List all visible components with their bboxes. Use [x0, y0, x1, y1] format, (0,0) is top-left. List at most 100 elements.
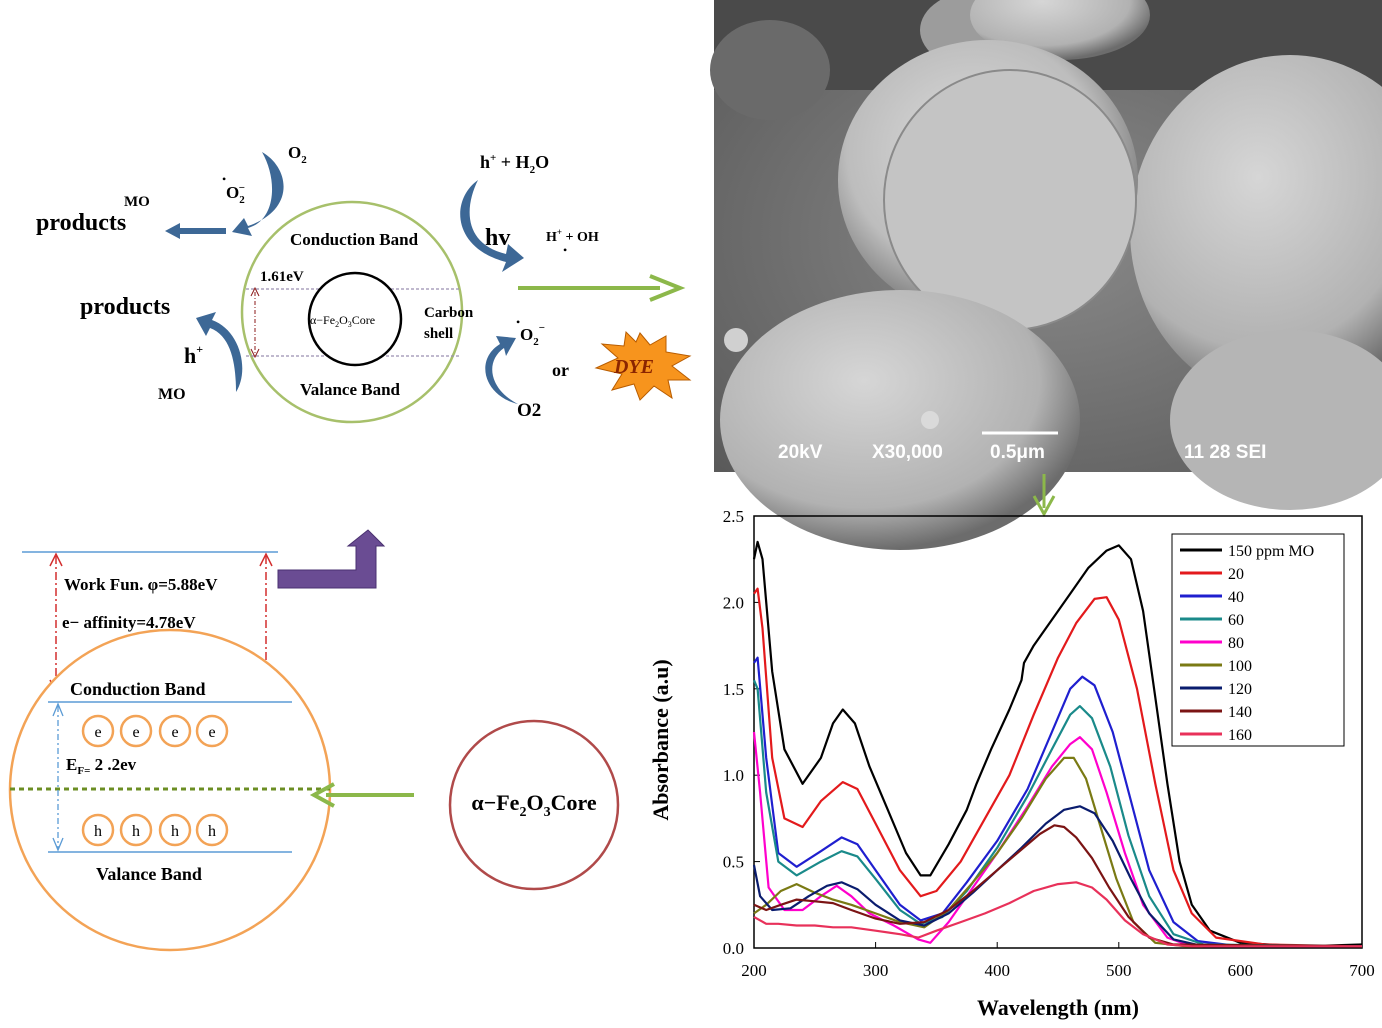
electron-label: e [94, 724, 101, 741]
o2-reduction-arrow-right [485, 336, 518, 404]
electron-circle [195, 714, 229, 748]
mo-oxidation-arrow [196, 312, 243, 392]
gap-energy-label: 1.61eV [260, 269, 304, 285]
mo-top-label: MO [124, 194, 150, 210]
dye-burst [594, 330, 692, 401]
x-tick-label: 700 [1349, 961, 1375, 980]
carbon-shell-label-2: shell [424, 326, 453, 342]
electron-circle [81, 714, 115, 748]
h-plus-oh-label: H+ + OH [546, 227, 599, 245]
electron-label: e [171, 724, 178, 741]
series-line [752, 731, 1362, 948]
series-line [753, 587, 1363, 948]
y-tick-label: 2.5 [723, 507, 744, 526]
valance-band-label: Valance Band [300, 380, 401, 399]
x-tick-label: 200 [741, 961, 767, 980]
chart-lines [752, 540, 1363, 948]
series-line [752, 805, 1362, 948]
electron-row: e e e e [81, 714, 229, 748]
chart-ticks: 200 300 400 500 600 700 0.0 0.5 1.0 1.5 2.0 2.5 [723, 507, 1375, 980]
hole-circle [119, 813, 153, 847]
sem-sphere-right [1130, 55, 1382, 405]
band-valance-label: Valance Band [96, 864, 202, 884]
y-tick-label: 0.0 [723, 939, 744, 958]
sem-to-chart-arrow [1032, 474, 1056, 518]
fermi-level-label: EF= 2 .2ev [66, 755, 137, 777]
legend-label: 160 [1228, 727, 1252, 744]
y-axis-label: Absorbance (a.u) [648, 659, 673, 820]
sem-magnification: X30,000 [872, 442, 943, 463]
legend-label: 60 [1228, 612, 1244, 629]
electron-label: e [208, 724, 215, 741]
x-tick-label: 300 [863, 961, 889, 980]
superoxide-label: O2− [226, 182, 245, 206]
mechanism-diagram: O2 O2− • MO products Conduction Band h+ … [36, 143, 692, 424]
legend-label: 80 [1228, 635, 1244, 652]
series-line [752, 679, 1363, 948]
legend-label: 100 [1228, 658, 1252, 675]
sem-sphere-bottom [720, 290, 1080, 550]
o2-bottom-label: O2 [517, 400, 541, 421]
superoxide-right-dot: • [516, 315, 520, 329]
hv-label: hv [485, 225, 510, 251]
products-arrow-top [165, 223, 226, 239]
electron-circle [158, 714, 192, 748]
electron-label: e [132, 724, 139, 741]
mo-bottom-label: MO [158, 386, 186, 403]
series-line [753, 824, 1363, 948]
series-line [753, 881, 1362, 948]
products-top-label: products [36, 210, 126, 236]
superoxide-dot: • [222, 172, 226, 186]
electron-affinity-label: e− affinity=4.78eV [62, 613, 196, 632]
sem-sphere-bottom-right [1170, 330, 1382, 510]
water-oxidation-arrow [460, 180, 524, 272]
legend-label: 40 [1228, 589, 1244, 606]
x-tick-label: 500 [1106, 961, 1132, 980]
hole-label: h [94, 823, 102, 840]
work-function-label: Work Fun. φ=5.88eV [64, 575, 218, 594]
x-axis-label: Wavelength (nm) [977, 995, 1139, 1020]
sem-info: 11 28 SEI [1184, 442, 1266, 463]
hole-circle [195, 813, 229, 847]
x-tick-label: 600 [1228, 961, 1254, 980]
band-conduction-label: Conduction Band [70, 679, 206, 699]
hole-circle [81, 813, 115, 847]
or-label: or [552, 360, 569, 380]
electron-circle [119, 714, 153, 748]
legend-label: 20 [1228, 566, 1244, 583]
sem-scale-label: 0.5μm [990, 442, 1045, 463]
sem-image: 20kV X30,000 0.5μm 11 28 SEI [710, 0, 1382, 550]
core-red-circle [448, 719, 620, 891]
hole-label: h [132, 823, 140, 840]
y-tick-label: 1.0 [723, 766, 744, 785]
core-label-small: α−Fe2O3Core [310, 313, 375, 329]
hole-label: h [208, 823, 216, 840]
dye-label: DYE [613, 356, 654, 378]
y-tick-label: 1.5 [723, 680, 744, 699]
iron-oxide-core-circle [307, 271, 403, 367]
sem-voltage: 20kV [778, 442, 823, 463]
absorbance-chart: 200 300 400 500 600 700 0.0 0.5 1.0 1.5 2.0 2.5 150… [648, 507, 1375, 1020]
hole-row: h h h h [81, 813, 229, 847]
y-tick-label: 2.0 [723, 593, 744, 612]
hole-circle [158, 813, 192, 847]
superoxide-right-label: O2− [520, 322, 545, 348]
o2-top-label: O2 [288, 143, 307, 166]
products-bottom-label: products [80, 294, 170, 320]
o2-reduction-arrow [232, 152, 284, 236]
conduction-band-label: Conduction Band [290, 230, 419, 249]
band-diagram: Work Fun. φ=5.88eV e− affinity=4.78eV Co… [8, 529, 386, 952]
series-line [753, 656, 1362, 948]
hole-label: h [171, 823, 179, 840]
legend-box [1171, 533, 1345, 747]
core-label: α−Fe2O3Core [471, 790, 596, 820]
y-tick-label: 0.5 [723, 853, 744, 872]
legend-label: 140 [1228, 704, 1252, 721]
x-tick-label: 400 [984, 961, 1010, 980]
hole-label: h+ [184, 342, 203, 368]
h-water-label: h+ + H2O [480, 152, 549, 176]
carbon-shell-label: Carbon [424, 305, 474, 321]
legend-label: 150 ppm MO [1228, 543, 1314, 560]
legend-label: 120 [1228, 681, 1252, 698]
chart-legend: 150 ppm MO 20 40 60 80 100 120 140 160 [1180, 543, 1314, 744]
